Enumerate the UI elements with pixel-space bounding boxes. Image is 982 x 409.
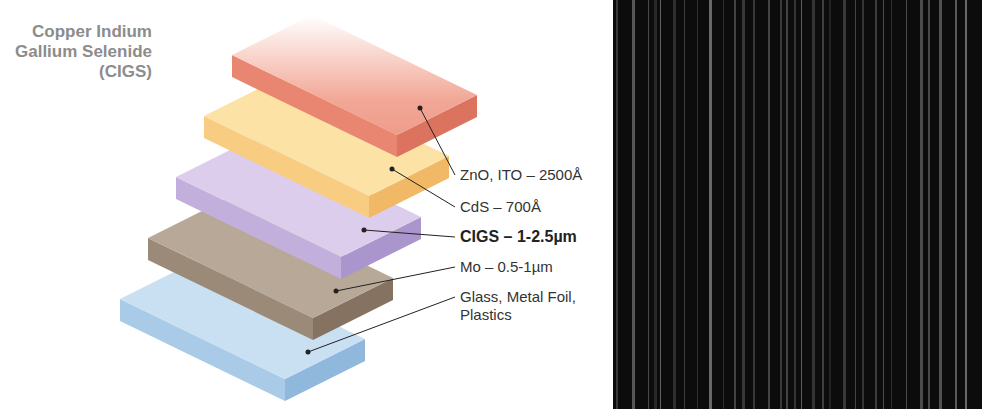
stripe [875,0,877,409]
stripe [812,0,815,409]
stripe [955,0,957,409]
stripe [862,0,864,409]
stripe [742,0,745,409]
leader-line [308,297,455,352]
cell-photo [613,0,982,409]
leader-line [336,267,455,291]
stripe [794,0,796,409]
stripe [855,0,856,409]
layer-label: Mo – 0.5-1µm [460,258,610,276]
diagram-title: Copper Indium Gallium Selenide (CIGS) [0,22,152,82]
leader-dot [362,228,367,233]
stripe [843,0,846,409]
leader-dot [418,106,423,111]
stripe [928,0,930,409]
stripe [939,0,942,409]
stripe [697,0,698,409]
stripe [723,0,724,409]
layer-label: ZnO, ITO – 2500Å [460,166,630,184]
stripe [891,0,892,409]
zno-layer [232,15,477,157]
leader-line [420,108,455,175]
stripe [906,0,907,409]
stripe [654,0,657,409]
stripe [709,0,712,409]
stripe [780,0,782,409]
stripe [673,0,676,409]
layer-label: CdS – 700Å [460,198,610,216]
stripe [753,0,755,409]
stripe [632,0,635,409]
stripe [734,0,736,409]
stripe [965,0,967,409]
stripe [786,0,788,409]
layer-label: CIGS – 1-2.5µm [460,228,610,246]
stripe [648,0,649,409]
stripe [801,0,802,409]
layer-label: Glass, Metal Foil, Plastics [460,288,605,324]
stripe [768,0,770,409]
leader-dot [390,167,395,172]
stripe [616,0,618,409]
cell-stripes [616,0,967,409]
leader-lines [306,106,456,355]
stripe [822,0,824,409]
leader-dot [334,289,339,294]
stripe [829,0,831,409]
stripe [920,0,923,409]
stripe [660,0,661,409]
stripe [883,0,884,409]
leader-line [392,169,455,207]
stripe [684,0,685,409]
leader-dot [306,350,311,355]
leader-line [364,230,455,237]
